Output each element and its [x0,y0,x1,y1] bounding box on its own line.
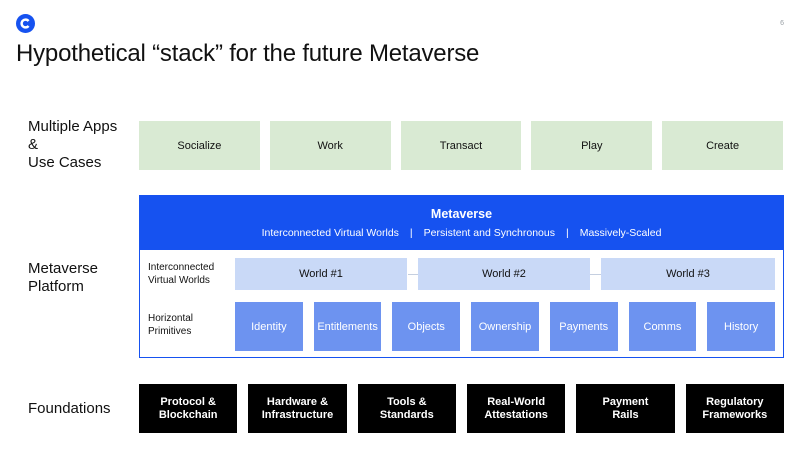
app-box-transact: Transact [400,121,522,170]
world-box-1: World #1 [235,258,407,290]
foundation-line: Blockchain [158,408,218,421]
foundation-line: Payment [602,395,649,408]
app-box-play: Play [531,121,653,170]
foundation-line: Hardware & [266,395,329,408]
slide-title: Hypothetical “stack” for the future Meta… [16,40,480,67]
apps-row-label-line: Use Cases [28,154,102,171]
app-box-socialize: Socialize [139,121,260,170]
foundation-protocol-blockchain: Protocol &Blockchain [139,384,238,433]
primitives-label-line: Horizontal [148,313,194,324]
primitives-label-line: Primitives [148,325,192,337]
apps-row: Socialize Work Transact Play Create [139,121,783,170]
worlds-label-line: Interconnected [148,262,215,273]
page-number: 6 [780,20,784,27]
foundation-line: Infrastructure [261,408,334,421]
foundation-line: Rails [612,408,639,421]
foundations-row-label: Foundations [28,400,111,417]
foundation-line: Frameworks [702,408,768,421]
platform-row-label-line: Metaverse [28,260,99,277]
app-box-work: Work [269,121,391,170]
metaverse-trait: Massively-Scaled [579,227,662,239]
primitive-ownership: Ownership [471,302,539,351]
app-box-create: Create [662,121,783,170]
foundation-line: Regulatory [706,395,764,408]
primitive-identity: Identity [235,302,303,351]
worlds-label-line: Virtual Worlds [148,274,210,286]
metaverse-title: Metaverse [430,207,493,221]
foundation-line: Attestations [484,408,548,421]
foundation-line: Tools & [387,395,427,408]
primitives-row: Identity Entitlements Objects Ownership … [235,302,776,351]
foundation-line: Standards [379,408,434,421]
platform-row-label-line: Platform [28,278,84,295]
foundation-line: Protocol & [160,395,216,408]
primitive-history: History [707,302,776,351]
coinbase-logo-icon [16,14,35,33]
metaverse-trait-separator: | [409,227,413,239]
world-box-2: World #2 [418,258,590,290]
apps-row-label-line: & [28,136,39,153]
primitive-comms: Comms [628,302,697,351]
metaverse-trait-separator: | [565,227,569,239]
worlds-label: Interconnected Virtual Worlds [148,262,214,287]
primitives-label: Horizontal Primitives [148,313,193,338]
metaverse-subtitle: Interconnected Virtual Worlds | Persiste… [140,227,783,239]
metaverse-trait: Interconnected Virtual Worlds [261,227,399,239]
primitive-objects: Objects [392,302,461,351]
primitive-entitlements: Entitlements [313,302,382,351]
platform-row-label: Metaverse Platform [28,260,98,296]
foundation-tools-standards: Tools &Standards [357,384,456,433]
apps-row-label: Multiple Apps & Use Cases [28,118,117,172]
apps-row-label-line: Multiple Apps [28,118,118,135]
world-box-3: World #3 [601,258,775,290]
metaverse-platform-box: Metaverse Interconnected Virtual Worlds … [139,195,784,358]
metaverse-trait: Persistent and Synchronous [423,227,555,239]
foundation-line: Real-World [487,395,546,408]
foundations-row: Protocol &Blockchain Hardware &Infrastru… [139,384,784,433]
metaverse-header: Metaverse Interconnected Virtual Worlds … [140,196,783,250]
foundation-hardware-infrastructure: Hardware &Infrastructure [248,384,347,433]
primitive-payments: Payments [549,302,618,351]
